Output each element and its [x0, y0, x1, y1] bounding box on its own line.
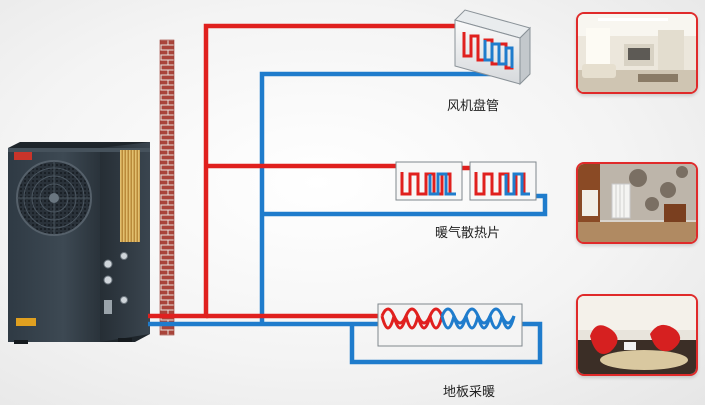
photo-bedroom-radiator [576, 162, 698, 244]
floor-heating-label: 地板采暖 [443, 385, 496, 400]
heat-pump-unit [8, 142, 150, 344]
brick-wall [159, 39, 175, 336]
floor-heating-coil [377, 303, 523, 347]
photo-living-room [576, 12, 698, 94]
radiator-label: 暖气散热片 [435, 226, 501, 241]
fan-coil-label: 风机盘管 [447, 99, 500, 114]
radiator [395, 161, 537, 201]
photo-lounge-floor [576, 294, 698, 376]
fan-coil-unit [454, 9, 531, 86]
